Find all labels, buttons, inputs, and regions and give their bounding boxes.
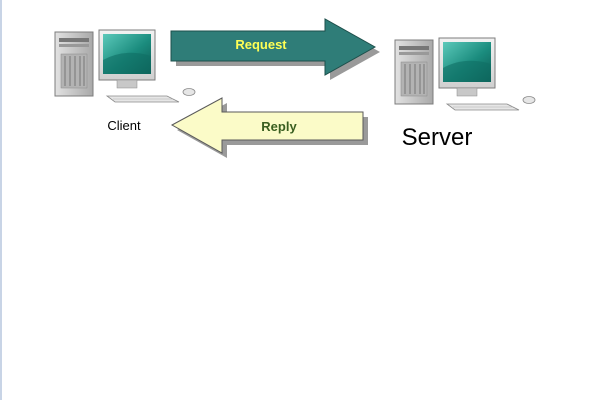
reply-arrow-label: Reply <box>261 119 297 134</box>
reply-arrow: Reply <box>170 97 368 158</box>
request-arrow: Request <box>170 18 380 80</box>
request-arrow-label: Request <box>235 37 287 52</box>
server-computer-icon <box>394 37 536 111</box>
client-computer-icon <box>54 29 196 103</box>
request-arrow-body <box>170 18 377 76</box>
server-label: Server <box>402 124 473 151</box>
client-label: Client <box>107 118 141 133</box>
reply-arrow-body <box>170 97 364 154</box>
page-left-border <box>0 0 2 400</box>
